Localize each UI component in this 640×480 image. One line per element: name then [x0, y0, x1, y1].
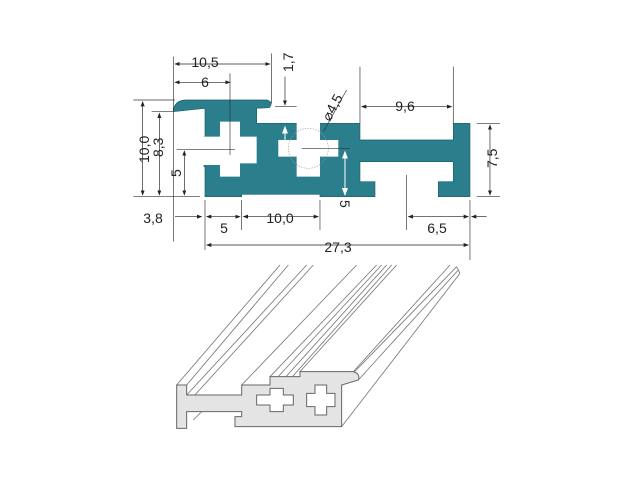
front-slot-left	[256, 387, 294, 413]
dim-top-width: 10,5	[191, 54, 218, 70]
dim-hole-height: 5	[337, 200, 353, 208]
dim-lip-height: 8,3	[150, 137, 166, 157]
center-slot-cutout	[278, 121, 339, 177]
dim-left-center: 5	[168, 169, 184, 177]
dim-bottom-mid: 10,0	[266, 210, 293, 226]
dim-lip-overhang: 3,8	[143, 210, 163, 226]
dim-right-slot: 9,6	[395, 98, 415, 114]
dim-total-width: 27,3	[324, 239, 351, 255]
dim-hole-diameter: ⌀4,5	[319, 91, 346, 123]
dim-lip-center: 6	[201, 74, 209, 90]
dim-right-height: 7,5	[484, 148, 500, 168]
cross-section	[133, 53, 500, 260]
dim-bottom-right: 6,5	[427, 220, 447, 236]
front-slot-right	[306, 384, 336, 416]
isometric-view	[176, 264, 461, 429]
dim-lip-gap: 1,7	[280, 52, 296, 72]
dim-total-height: 10,0	[136, 136, 152, 163]
dim-bottom-left: 5	[220, 220, 228, 236]
